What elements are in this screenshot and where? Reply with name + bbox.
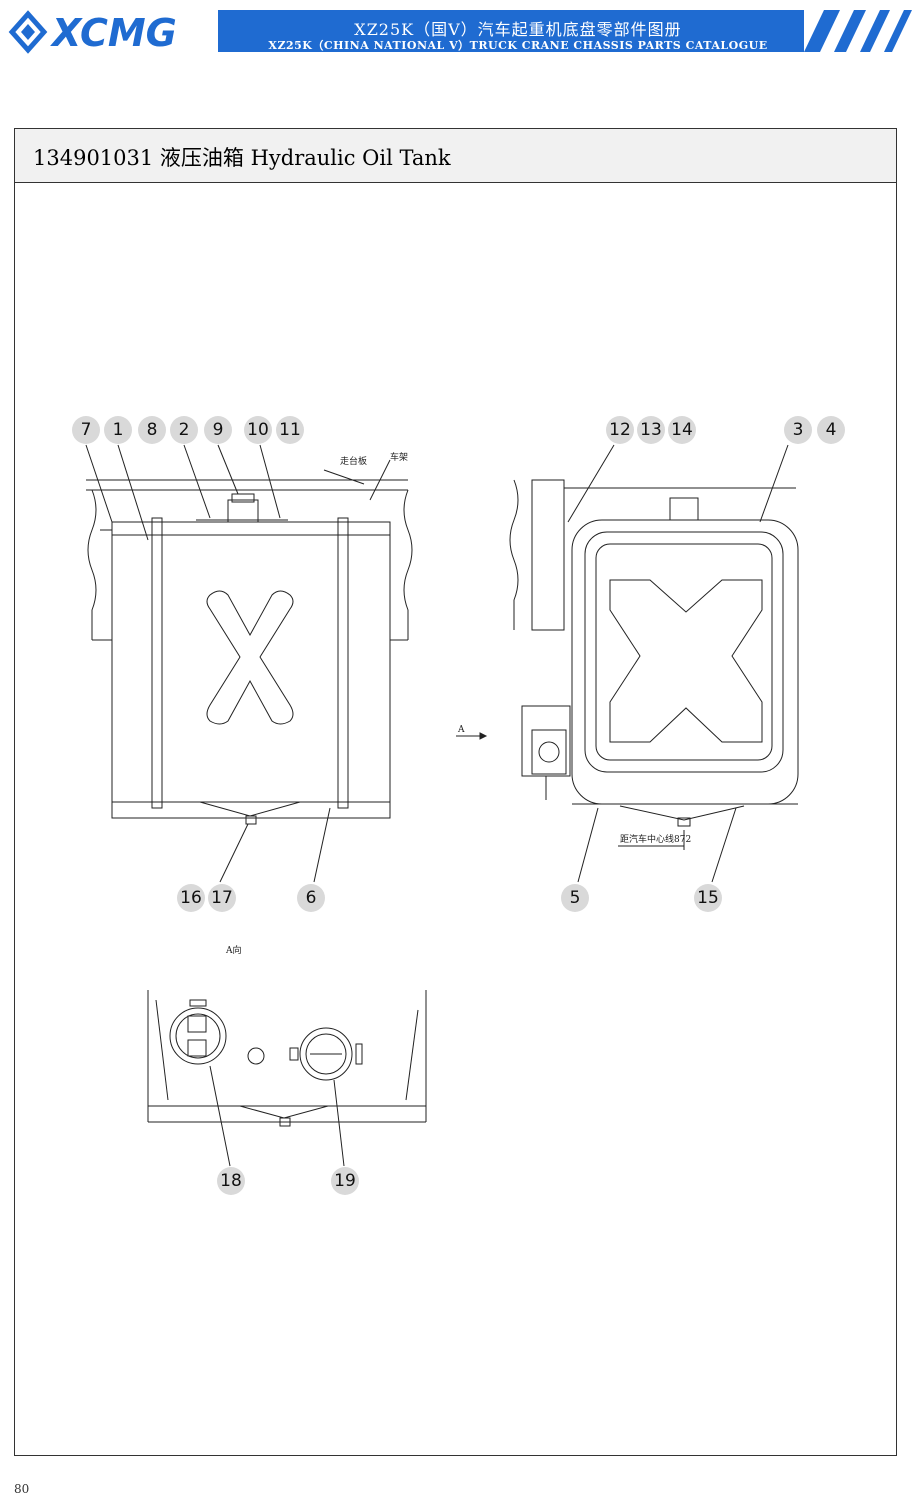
svg-text:17: 17 <box>211 888 233 908</box>
callout-10: 10 <box>244 416 272 444</box>
callout-1: 1 <box>104 416 132 444</box>
svg-text:5: 5 <box>570 888 581 908</box>
callout-13: 13 <box>637 416 665 444</box>
svg-text:1: 1 <box>113 420 124 440</box>
label-platform: 走台板 <box>340 455 367 467</box>
view-a-drawing <box>147 990 427 1167</box>
parts-frame: 134901031 液压油箱 Hydraulic Oil Tank <box>14 128 897 1456</box>
svg-text:13: 13 <box>640 420 662 440</box>
header-banner: XZ25K（国V）汽车起重机底盘零部件图册 XZ25K（CHINA NATION… <box>218 10 914 52</box>
svg-text:2: 2 <box>179 420 190 440</box>
part-title: 134901031 液压油箱 Hydraulic Oil Tank <box>33 146 451 170</box>
part-title-bar: 134901031 液压油箱 Hydraulic Oil Tank <box>15 129 896 183</box>
page-number: 80 <box>14 1482 30 1496</box>
callout-17: 17 <box>208 884 236 912</box>
callout-16: 16 <box>177 884 205 912</box>
callout-3: 3 <box>784 416 812 444</box>
label-frame: 车架 <box>390 451 408 463</box>
svg-text:15: 15 <box>697 888 719 908</box>
label-view-a: A向 <box>225 944 242 956</box>
callout-11: 11 <box>276 416 304 444</box>
svg-text:10: 10 <box>247 420 269 440</box>
svg-text:19: 19 <box>334 1171 356 1191</box>
svg-text:XCMG: XCMG <box>50 11 177 55</box>
banner-stripes-icon <box>804 10 914 52</box>
callout-18: 18 <box>217 1167 245 1195</box>
svg-text:3: 3 <box>793 420 804 440</box>
svg-text:16: 16 <box>180 888 202 908</box>
callout-4: 4 <box>817 416 845 444</box>
xcmg-emblem-icon <box>8 10 48 54</box>
xcmg-logo: XCMG <box>8 10 177 55</box>
right-view-drawing <box>456 444 799 883</box>
left-view-drawing <box>85 444 413 883</box>
catalogue-title-en: XZ25K（CHINA NATIONAL V）TRUCK CRANE CHASS… <box>268 39 768 52</box>
svg-text:6: 6 <box>306 888 317 908</box>
callout-19: 19 <box>331 1167 359 1195</box>
callout-12: 12 <box>606 416 634 444</box>
svg-text:11: 11 <box>279 420 301 440</box>
callout-8: 8 <box>138 416 166 444</box>
label-view-arrow: A <box>457 725 465 735</box>
callout-5: 5 <box>561 884 589 912</box>
svg-text:9: 9 <box>213 420 224 440</box>
page-header: XCMG XZ25K（国V）汽车起重机底盘零部件图册 XZ25K（CHINA N… <box>0 0 923 62</box>
catalogue-title-cn: XZ25K（国V）汽车起重机底盘零部件图册 <box>354 20 682 39</box>
svg-text:7: 7 <box>81 420 92 440</box>
svg-text:12: 12 <box>609 420 631 440</box>
callout-15: 15 <box>694 884 722 912</box>
svg-text:4: 4 <box>826 420 837 440</box>
callout-7: 7 <box>72 416 100 444</box>
label-centerline: 距汽车中心线872 <box>620 833 691 845</box>
svg-text:18: 18 <box>220 1171 242 1191</box>
callout-14: 14 <box>668 416 696 444</box>
callout-9: 9 <box>204 416 232 444</box>
callout-2: 2 <box>170 416 198 444</box>
svg-text:8: 8 <box>147 420 158 440</box>
svg-text:14: 14 <box>671 420 693 440</box>
callout-6: 6 <box>297 884 325 912</box>
